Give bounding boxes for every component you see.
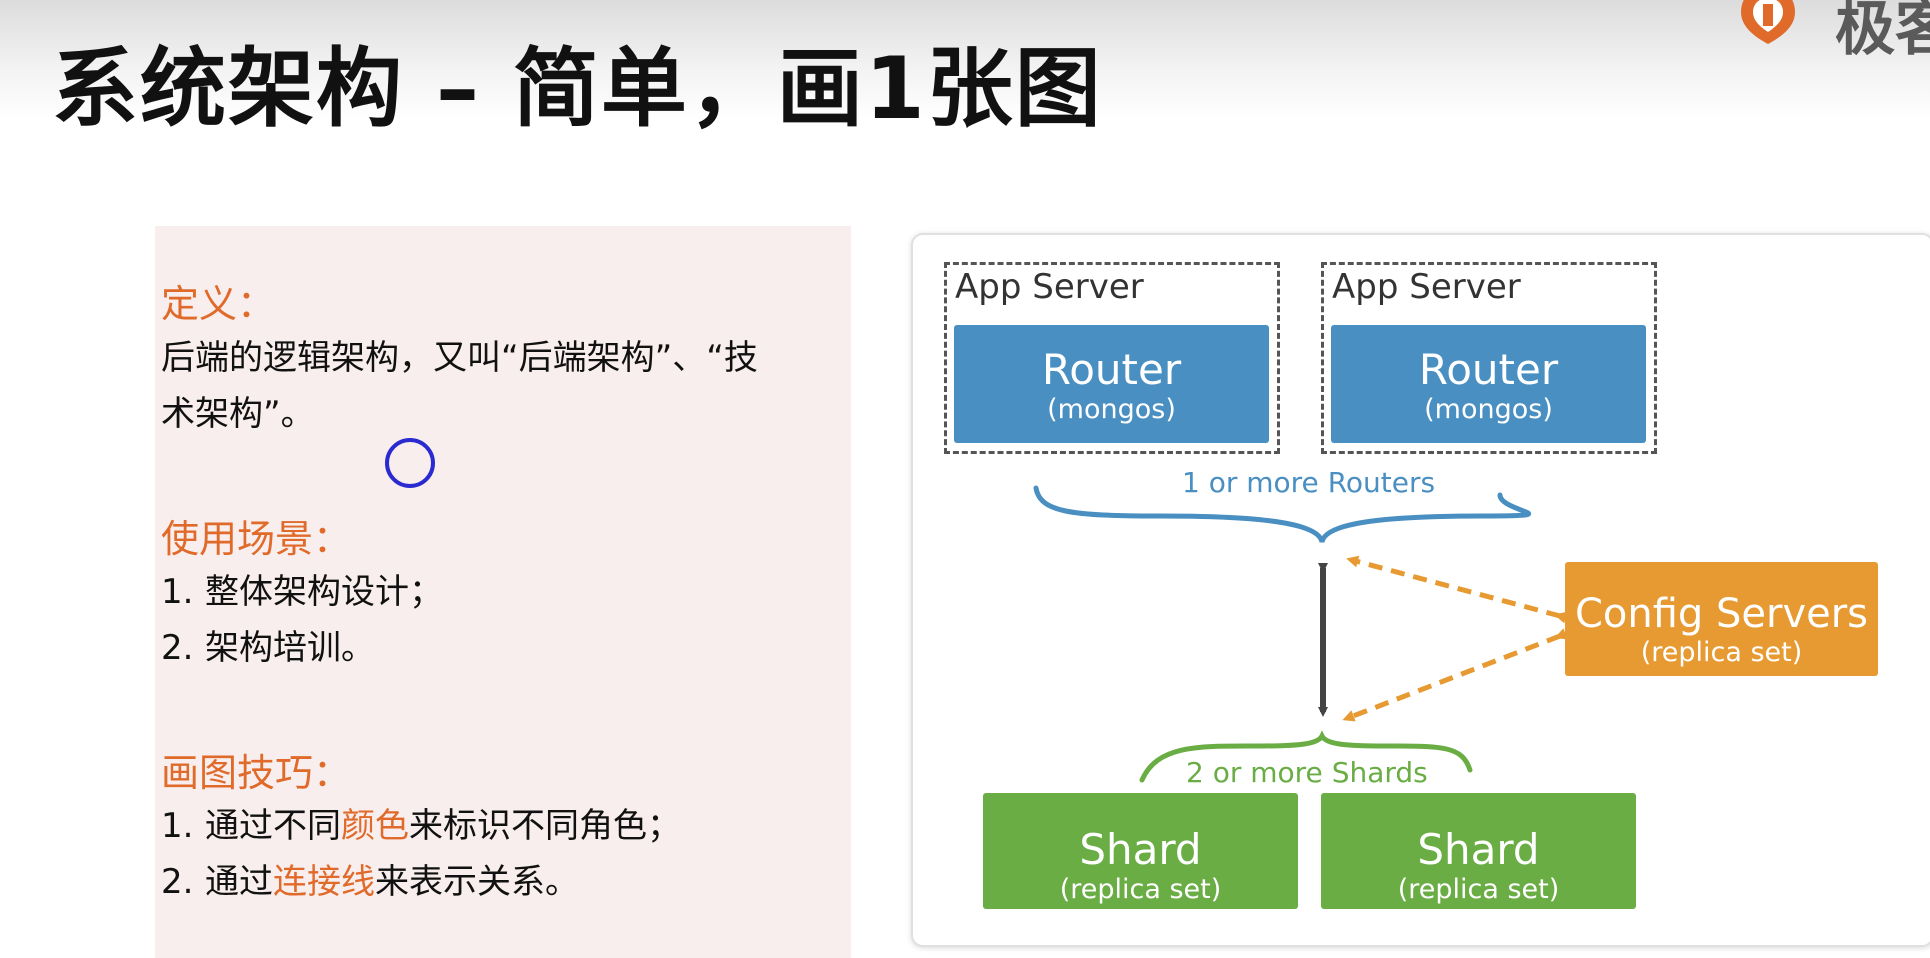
tip-item-pre: 通过不同 <box>205 806 341 846</box>
tip-item-number: 2. <box>161 862 194 902</box>
header-band <box>0 0 1930 120</box>
config-shard-arrow <box>1342 628 1568 722</box>
config-servers-box: Config Servers (replica set) <box>1565 562 1878 676</box>
definition-line-2: 术架构”。 <box>161 394 315 434</box>
tip-item-highlight: 颜色 <box>341 806 409 846</box>
shard-title: Shard <box>1079 825 1202 874</box>
brand: 极客 <box>1735 0 1930 62</box>
routers-caption: 1 or more Routers <box>1182 466 1436 499</box>
scenario-item-text: 整体架构设计； <box>205 572 443 612</box>
tip-item-highlight: 连接线 <box>273 862 375 902</box>
brand-text: 极客 <box>1835 0 1930 62</box>
tip-item-pre: 通过 <box>205 862 273 902</box>
brand-logo-icon <box>1741 0 1795 44</box>
slide-title: 系统架构 – 简单，画1张图 <box>52 39 1103 139</box>
scenario-item-text: 架构培训。 <box>205 628 375 668</box>
app-server-frame-2: App Server <box>1321 262 1657 454</box>
app-server-label: App Server <box>1332 267 1521 307</box>
router-box-1: Router (mongos) <box>954 325 1269 443</box>
router-box-2: Router (mongos) <box>1331 325 1646 443</box>
tip-item-2: 2. 通过连接线来表示关系。 <box>161 854 579 910</box>
shard-subtitle: (replica set) <box>1397 874 1560 905</box>
shards-brace <box>1139 730 1473 783</box>
scenario-item-number: 2. <box>161 628 194 668</box>
shard-subtitle: (replica set) <box>1059 874 1222 905</box>
left-panel: 定义： 后端的逻辑架构，又叫“后端架构”、“技 术架构”。 使用场景： 1. 整体… <box>155 226 851 958</box>
tip-item-number: 1. <box>161 806 194 846</box>
shard-title: Shard <box>1417 825 1540 874</box>
router-title: Router <box>1041 345 1182 394</box>
scenarios-heading: 使用场景： <box>161 517 352 561</box>
app-server-label: App Server <box>955 267 1144 307</box>
tip-item-post: 来标识不同角色； <box>409 806 681 846</box>
scenario-item-number: 1. <box>161 572 194 612</box>
config-router-arrow <box>1346 555 1568 624</box>
shard-box-2: Shard (replica set) <box>1321 793 1636 909</box>
tip-item-post: 来表示关系。 <box>375 862 579 902</box>
app-server-frame-1: App Server <box>944 262 1280 454</box>
scenario-item-2: 2. 架构培训。 <box>161 620 375 676</box>
tips-heading: 画图技巧： <box>161 751 352 795</box>
cursor-ring-icon <box>385 438 435 488</box>
definition-line-1: 后端的逻辑架构，又叫“后端架构”、“技 <box>161 338 758 378</box>
router-subtitle: (mongos) <box>1424 394 1553 425</box>
scenario-item-1: 1. 整体架构设计； <box>161 564 443 620</box>
config-subtitle: (replica set) <box>1640 637 1803 668</box>
router-title: Router <box>1418 345 1559 394</box>
routers-brace <box>1033 485 1532 543</box>
shards-caption: 2 or more Shards <box>1186 756 1428 789</box>
router-subtitle: (mongos) <box>1047 394 1176 425</box>
config-title: Config Servers <box>1574 591 1869 637</box>
shard-box-1: Shard (replica set) <box>983 793 1298 909</box>
definition-heading: 定义： <box>161 282 276 326</box>
tip-item-1: 1. 通过不同颜色来标识不同角色； <box>161 798 681 854</box>
